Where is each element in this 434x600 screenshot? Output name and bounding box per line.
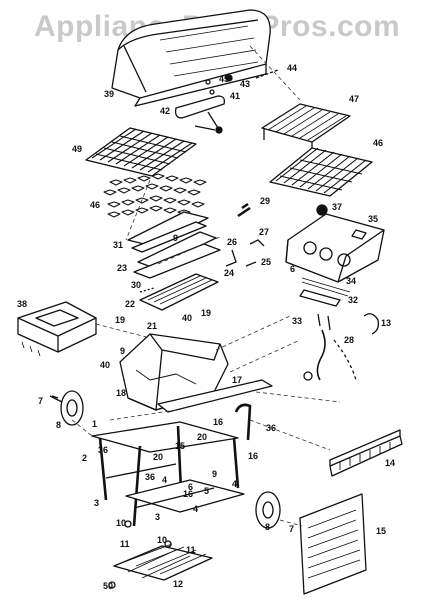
- storage-basket-part: [329, 429, 403, 477]
- part-label-37: 37: [332, 202, 342, 212]
- part-label-25: 25: [261, 257, 271, 267]
- part-label-50: 50: [103, 581, 113, 591]
- part-label-11: 11: [120, 539, 130, 549]
- part-label-35: 35: [368, 214, 378, 224]
- part-label-33: 33: [292, 316, 302, 326]
- part-label-5: 5: [204, 486, 209, 496]
- cabinet-door-part: [299, 493, 367, 595]
- part-label-7: 7: [38, 396, 43, 406]
- cart-frame-part: [91, 403, 252, 527]
- drip-tray-part: [157, 379, 273, 413]
- burner-part: [139, 273, 219, 311]
- valve-manifold-part: [299, 277, 380, 335]
- part-label-41: 41: [230, 91, 240, 101]
- part-label-2: 2: [82, 453, 87, 463]
- part-label-7: 7: [289, 524, 294, 534]
- part-label-4: 4: [162, 475, 167, 485]
- part-label-16: 16: [183, 489, 193, 499]
- wheel-right-part: [255, 491, 281, 529]
- part-label-38: 38: [17, 299, 27, 309]
- cooking-grid-left-part: [85, 127, 197, 177]
- part-label-21: 21: [147, 321, 157, 331]
- part-label-46: 46: [373, 138, 383, 148]
- part-label-30: 30: [131, 280, 141, 290]
- part-label-3: 3: [94, 498, 99, 508]
- part-label-23: 23: [117, 263, 127, 273]
- part-label-15: 15: [175, 441, 185, 451]
- part-label-13: 13: [381, 318, 391, 328]
- part-label-6: 6: [188, 482, 193, 492]
- part-label-4: 4: [193, 504, 198, 514]
- part-label-22: 22: [125, 299, 135, 309]
- part-label-39: 39: [104, 89, 114, 99]
- part-label-18: 18: [116, 388, 126, 398]
- part-label-12: 12: [173, 579, 183, 589]
- part-label-44: 44: [287, 63, 297, 73]
- part-label-24: 24: [224, 268, 234, 278]
- part-label-36: 36: [98, 445, 108, 455]
- gas-hose-part: [303, 329, 357, 381]
- part-label-20: 20: [153, 452, 163, 462]
- lid-hardware-part: [205, 69, 279, 95]
- assembly-leader-lines: [71, 45, 341, 527]
- firebox-part: [119, 333, 229, 411]
- part-label-15: 15: [376, 526, 386, 536]
- part-label-3: 3: [155, 512, 160, 522]
- bottom-grate-part: [113, 543, 213, 581]
- part-label-47: 47: [349, 94, 359, 104]
- part-label-8: 8: [265, 522, 270, 532]
- part-label-20: 20: [197, 432, 207, 442]
- part-label-8: 8: [56, 420, 61, 430]
- part-label-26: 26: [227, 237, 237, 247]
- part-label-16: 16: [248, 451, 258, 461]
- part-label-9: 9: [173, 233, 178, 243]
- part-label-1: 1: [92, 419, 97, 429]
- part-label-29: 29: [260, 196, 270, 206]
- part-label-9: 9: [212, 469, 217, 479]
- part-label-10: 10: [157, 535, 167, 545]
- part-label-36: 36: [145, 472, 155, 482]
- part-label-10: 10: [116, 518, 126, 528]
- part-label-28: 28: [344, 335, 354, 345]
- misc-hardware-part: [51, 395, 172, 589]
- heat-shield-part: [127, 211, 221, 279]
- part-label-19: 19: [201, 308, 211, 318]
- part-label-9: 9: [120, 346, 125, 356]
- part-label-40: 40: [182, 313, 192, 323]
- part-label-31: 31: [113, 240, 123, 250]
- part-label-32: 32: [348, 295, 358, 305]
- part-label-17: 17: [232, 375, 242, 385]
- part-label-34: 34: [346, 276, 356, 286]
- part-label-43: 43: [240, 79, 250, 89]
- control-panel-part: [285, 204, 385, 283]
- briquettes-part: [103, 173, 207, 218]
- igniter-hardware-part: [139, 202, 265, 293]
- part-label-16: 16: [213, 417, 223, 427]
- part-label-14: 14: [385, 458, 395, 468]
- part-label-27: 27: [259, 227, 269, 237]
- part-label-45: 45: [219, 74, 229, 84]
- part-label-11: 11: [186, 545, 196, 555]
- part-label-46: 46: [90, 200, 100, 210]
- lid-hood-part: [111, 9, 271, 107]
- part-label-49: 49: [72, 144, 82, 154]
- part-label-42: 42: [160, 106, 170, 116]
- part-label-36: 36: [266, 423, 276, 433]
- part-label-40: 40: [100, 360, 110, 370]
- wheel-left-part: [49, 390, 84, 426]
- handle-assembly-part: [174, 95, 226, 134]
- part-label-4: 4: [232, 479, 237, 489]
- warming-rack-part: [261, 103, 351, 152]
- part-label-6: 6: [290, 264, 295, 274]
- side-shelf-part: [17, 301, 97, 357]
- part-label-19: 19: [115, 315, 125, 325]
- cooking-grid-right-part: [269, 147, 373, 197]
